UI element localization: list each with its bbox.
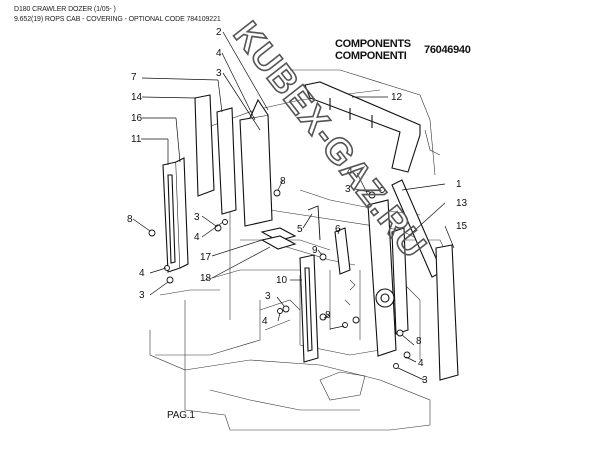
callout-8: 8: [127, 214, 133, 225]
part-panel-12: [304, 81, 421, 173]
header-model-line: D180 CRAWLER DOZER (1/05- ): [14, 6, 116, 13]
part-number: 76046940: [424, 44, 471, 56]
part-pad-17: [260, 227, 297, 250]
callout-11: 11: [131, 134, 142, 145]
callout-3: 3: [216, 68, 222, 79]
callout-4: 4: [418, 358, 424, 369]
part-trim-10: [299, 254, 319, 363]
components-title-en: COMPONENTS: [335, 38, 411, 50]
part-panel-7: [216, 107, 237, 215]
header-group-line: 9.652(19) ROPS CAB - COVERING - OPTIONAL…: [14, 16, 221, 23]
callout-8: 8: [416, 336, 422, 347]
callout-14: 14: [131, 92, 143, 103]
part-pillar-cover: [239, 98, 273, 227]
fasteners: [148, 187, 411, 369]
callout-3: 3: [265, 291, 271, 302]
callout-4: 4: [347, 166, 353, 177]
leader-lines: [132, 31, 455, 381]
callout-3: 3: [422, 375, 428, 386]
callout-4: 4: [262, 316, 268, 327]
callouts: 2 4 3 7 14 16 11 8 4 3 3 4 17 18 12 4 3 …: [127, 27, 468, 386]
part-panel-14: [194, 94, 215, 197]
callout-10: 10: [276, 275, 288, 286]
callout-12: 12: [391, 92, 403, 103]
callout-8: 8: [325, 310, 331, 321]
callout-15: 15: [456, 221, 468, 232]
part-trim-11: [162, 161, 181, 273]
callout-3: 3: [345, 184, 351, 195]
callout-4: 4: [139, 268, 145, 279]
callout-18: 18: [200, 273, 212, 284]
part-bracket-6: [334, 227, 351, 275]
part-panel-13: [391, 227, 409, 335]
callout-6: 6: [335, 224, 341, 235]
callout-13: 13: [456, 198, 468, 209]
part-panel-15: [435, 244, 459, 381]
callout-9: 9: [312, 245, 318, 256]
callout-3: 3: [139, 290, 145, 301]
callout-17: 17: [200, 252, 212, 263]
callout-4: 4: [216, 48, 222, 59]
callout-3: 3: [194, 212, 200, 223]
callout-16: 16: [131, 113, 143, 124]
callout-8: 8: [280, 176, 286, 187]
part-support-5: [307, 205, 321, 241]
part-pillar-center: [367, 199, 397, 357]
callout-4: 4: [194, 232, 200, 243]
callout-2: 2: [216, 27, 222, 38]
page-label: PAG.1: [167, 410, 195, 421]
callout-7: 7: [131, 72, 137, 83]
components-title-it: COMPONENTI: [335, 50, 407, 62]
callout-1: 1: [456, 179, 462, 190]
callout-5: 5: [297, 224, 303, 235]
